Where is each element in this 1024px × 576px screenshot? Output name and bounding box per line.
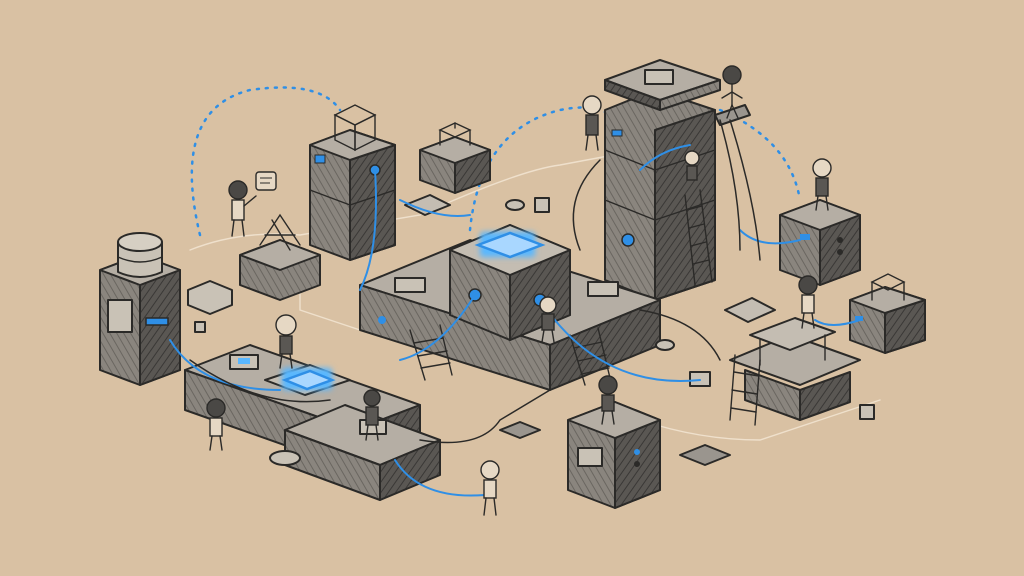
person-figure-icon — [539, 296, 557, 343]
network-cables — [169, 119, 861, 497]
blue-status-bar — [145, 317, 169, 326]
person-figure-icon — [275, 314, 297, 369]
person-figure-icon — [363, 389, 381, 441]
far-right-cube-box — [849, 273, 926, 354]
wireframe-cube-icon — [870, 273, 906, 301]
database-server-tower — [99, 232, 181, 386]
person-figure-icon — [582, 95, 602, 151]
person-figure-icon — [721, 65, 743, 119]
person-figure-icon — [480, 460, 500, 516]
person-figure-icon — [684, 150, 700, 181]
front-right-server-box — [567, 401, 661, 509]
glowing-slab — [264, 364, 351, 396]
speech-bubble-icon — [255, 171, 277, 191]
right-server-box — [779, 199, 861, 286]
circuit-device — [239, 213, 321, 301]
wireframe-cube-icon — [438, 122, 472, 146]
small-cube-box — [419, 122, 491, 194]
tall-server-tower — [604, 59, 721, 301]
ladder-icon — [729, 354, 761, 426]
person-figure-icon — [598, 375, 618, 425]
person-figure-icon — [206, 398, 226, 451]
person-figure-icon — [812, 158, 832, 211]
glowing-screen — [474, 231, 546, 259]
small-crates — [187, 197, 875, 466]
core-server-cube — [449, 224, 571, 341]
wireframe-cube-icon — [333, 104, 377, 152]
pallet-icon — [404, 194, 776, 323]
tower-side-platform — [714, 104, 751, 126]
upper-left-server-stack — [309, 104, 396, 261]
database-cylinder-icon — [117, 232, 163, 278]
person-figure-icon — [798, 275, 818, 329]
ladder-icon — [569, 327, 611, 386]
ladder-icon — [684, 189, 713, 286]
person-figure-icon — [228, 180, 257, 237]
